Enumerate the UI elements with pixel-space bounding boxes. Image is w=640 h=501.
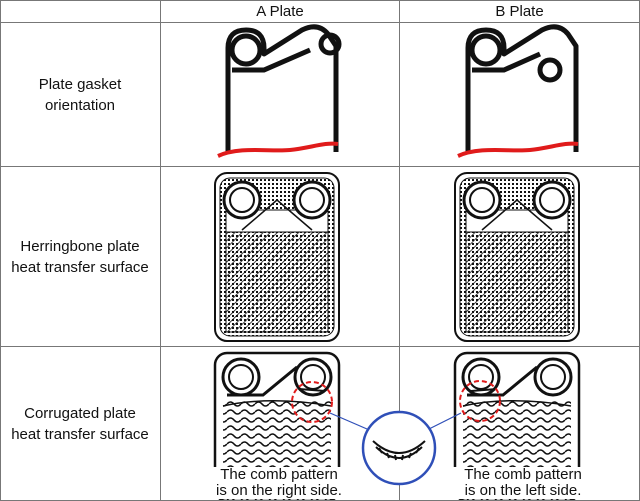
b-plate-caption-line1: The comb pattern <box>464 466 582 483</box>
gasket-port-right <box>318 32 342 56</box>
gasket-outline <box>225 24 339 152</box>
gasket-red-line <box>457 141 579 158</box>
row-label-gasket-line2: orientation <box>44 96 116 114</box>
gasket-port-left <box>469 33 503 67</box>
comb-pattern-icon <box>372 440 426 461</box>
b-plate-herringbone-diagram <box>454 172 580 342</box>
b-plate-highlight-circle <box>459 380 501 422</box>
row-label-herringbone-line2: heat transfer surface <box>11 258 149 276</box>
b-plate-caption-line2: is on the left side. <box>464 482 582 499</box>
row-label-gasket: Plate gasket orientation <box>0 23 160 166</box>
a-plate-caption: The comb pattern is on the right side. <box>207 467 351 499</box>
row-label-herringbone: Herringbone plate heat transfer surface <box>0 167 160 346</box>
a-plate-gasket-diagram <box>217 24 342 158</box>
b-plate-gasket-diagram <box>457 24 579 158</box>
b-plate-caption: The comb pattern is on the left side. <box>449 467 597 499</box>
zoom-connector-b <box>428 412 462 430</box>
gasket-outline <box>465 24 579 152</box>
a-plate-herringbone-diagram <box>214 172 340 342</box>
gasket-red-line <box>217 141 339 158</box>
a-plate-caption-line2: is on the right side. <box>216 482 342 499</box>
row-label-gasket-line1: Plate gasket <box>38 75 122 93</box>
zoom-connector-a <box>329 412 368 430</box>
row-label-herringbone-line1: Herringbone plate <box>20 237 140 255</box>
row-label-corrugated-line1: Corrugated plate <box>24 404 136 422</box>
a-plate-header: A Plate <box>256 3 304 20</box>
row-label-corrugated: Corrugated plate heat transfer surface <box>0 347 160 500</box>
gasket-port-left <box>229 33 263 67</box>
zoom-circle <box>361 410 437 486</box>
row-label-corrugated-line2: heat transfer surface <box>11 425 149 443</box>
a-plate-highlight-circle <box>291 381 333 423</box>
a-plate-caption-line1: The comb pattern <box>220 466 338 483</box>
b-plate-header: B Plate <box>495 3 544 20</box>
gasket-port-right <box>537 57 563 83</box>
